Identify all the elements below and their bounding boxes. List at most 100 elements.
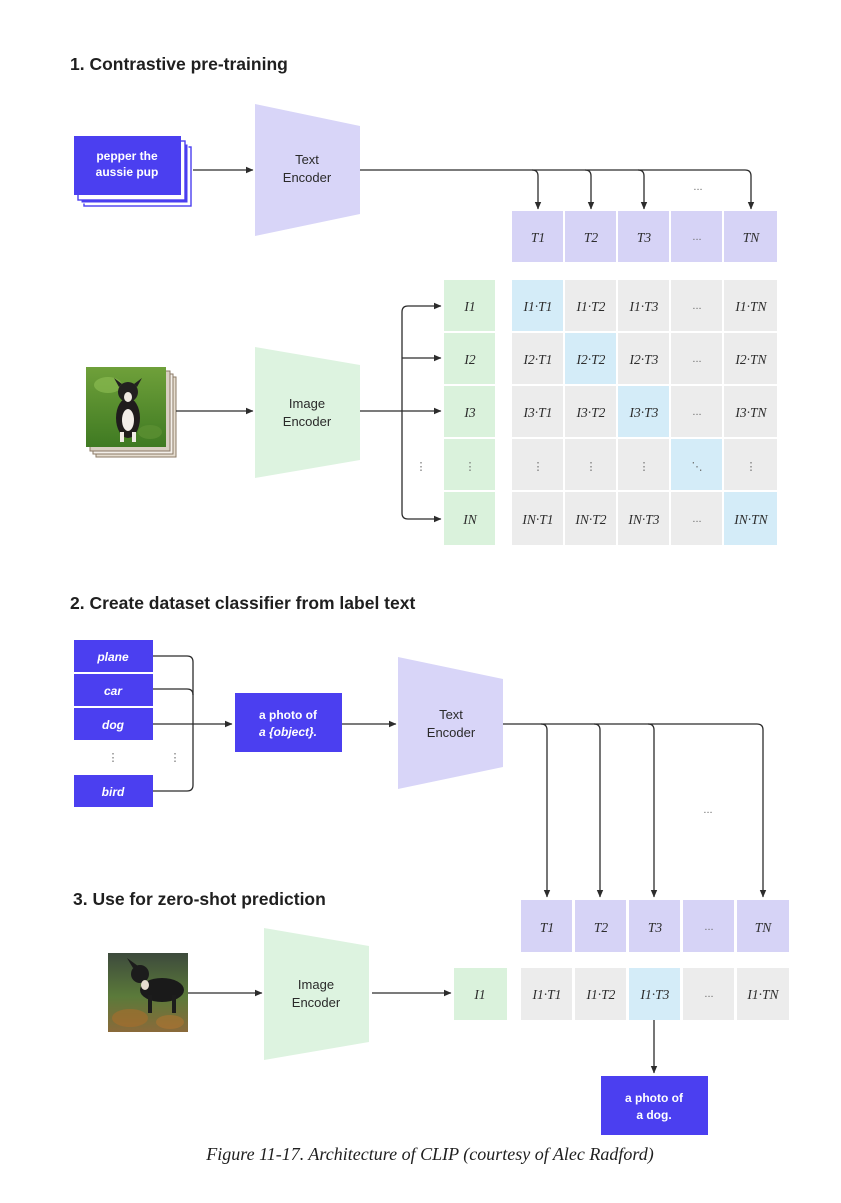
t3-label-5: TN <box>755 920 773 935</box>
matrix-value: IN·T2 <box>574 512 606 527</box>
i-cell-3 <box>444 386 495 437</box>
matrix-value: IN·T1 <box>521 512 553 527</box>
matrix-cell <box>618 386 669 437</box>
image-feature-connectors <box>360 302 442 523</box>
matrix-value: I2·TN <box>734 352 767 367</box>
i-cell-5 <box>444 492 495 545</box>
matrix-value: I1·T1 <box>523 299 553 314</box>
score-value: I1·T1 <box>532 987 562 1002</box>
matrix-value: I3·T3 <box>629 405 659 420</box>
t-label-5: TN <box>743 230 761 245</box>
score-value: I1·TN <box>746 987 779 1002</box>
t-label-3: T3 <box>637 230 652 245</box>
image-encoder-2 <box>264 928 369 1060</box>
matrix-cell <box>671 333 722 384</box>
matrix-value: ⋮ <box>639 461 650 473</box>
t-cell-2 <box>565 211 616 262</box>
image-encoder-2-line1: Image <box>298 977 334 992</box>
matrix-value: I1·T3 <box>629 299 659 314</box>
t-cell-1 <box>512 211 563 262</box>
label-car: car <box>104 684 123 698</box>
t3-cell-3 <box>629 900 680 952</box>
t-label-2: T2 <box>584 230 599 245</box>
matrix-cell <box>512 439 563 490</box>
matrix-cell <box>512 386 563 437</box>
matrix-value: ... <box>692 353 701 365</box>
label-plane: plane <box>96 650 129 664</box>
zero-shot-text-features: T1 T2 T3 ... TN <box>521 900 789 952</box>
matrix-cell <box>618 333 669 384</box>
text-encoder-1-line1: Text <box>295 152 319 167</box>
score-cell <box>683 968 734 1020</box>
matrix-value: ... <box>692 406 701 418</box>
t-cell-4 <box>671 211 722 262</box>
label-box-plane <box>74 640 153 672</box>
text-encoder-2-line2: Encoder <box>427 725 476 740</box>
matrix-cell <box>565 492 616 545</box>
label-list: plane car dog ⋮ bird <box>74 640 153 807</box>
i-label-1: I1 <box>463 299 475 314</box>
matrix-value: IN·TN <box>733 512 768 527</box>
matrix-cell <box>671 439 722 490</box>
t3-cell-1 <box>521 900 572 952</box>
text-encoder-2-connectors <box>503 723 767 898</box>
text-features-row: T1 T2 T3 ... TN <box>512 211 777 262</box>
i-cell-1 <box>444 280 495 331</box>
matrix-cell <box>565 439 616 490</box>
i-label-5: IN <box>462 512 477 527</box>
connector-vdots-2: ⋮ <box>170 752 181 764</box>
matrix-value: IN·T3 <box>627 512 659 527</box>
matrix-value: ⋱ <box>692 461 703 473</box>
top-ellipsis: ... <box>693 181 702 193</box>
matrix-cell <box>671 280 722 331</box>
t3-cell-4 <box>683 900 734 952</box>
text-encoder-1-line2: Encoder <box>283 170 332 185</box>
matrix-cell <box>671 386 722 437</box>
matrix-value: I1·T2 <box>576 299 606 314</box>
image-encoder-1-line1: Image <box>289 396 325 411</box>
matrix-cell <box>565 280 616 331</box>
text-encoder-2 <box>398 657 503 789</box>
matrix-cell <box>618 439 669 490</box>
t-cell-3 <box>618 211 669 262</box>
label-bird: bird <box>102 785 125 799</box>
t-cell-5 <box>724 211 777 262</box>
score-cell <box>521 968 572 1020</box>
t3-label-4: ... <box>704 921 713 933</box>
text-feature-connectors <box>360 169 755 210</box>
score-cell-highlight <box>629 968 680 1020</box>
score-cell <box>575 968 626 1020</box>
matrix-cell <box>724 492 777 545</box>
label-dog: dog <box>102 718 125 732</box>
matrix-cell <box>512 333 563 384</box>
matrix-cell <box>512 492 563 545</box>
label-connectors <box>153 655 233 792</box>
i-label-4: ⋮ <box>465 461 476 473</box>
matrix-value: I2·T1 <box>523 352 553 367</box>
dog-photo <box>108 953 188 1032</box>
matrix-value: I3·TN <box>734 405 767 420</box>
matrix-cell <box>724 280 777 331</box>
image-features-column: I1 I2 I3 ⋮ IN <box>444 280 495 545</box>
section3-title: 3. Use for zero-shot prediction <box>73 889 326 909</box>
matrix-cell <box>618 492 669 545</box>
matrix-value: I2·T3 <box>629 352 659 367</box>
score-value: ... <box>704 988 713 1000</box>
text-input-line1: pepper the <box>96 149 158 163</box>
matrix-value: ... <box>692 513 701 525</box>
matrix-value: I2·T2 <box>576 352 606 367</box>
matrix-cell <box>512 280 563 331</box>
matrix-value: ... <box>692 300 701 312</box>
matrix-value: I3·T1 <box>523 405 553 420</box>
matrix-value: I3·T2 <box>576 405 606 420</box>
t-label-1: T1 <box>531 230 545 245</box>
label-box-dog <box>74 708 153 740</box>
matrix-cell <box>565 333 616 384</box>
i-cell-2 <box>444 333 495 384</box>
mid-ellipsis: ... <box>703 804 712 816</box>
prediction-result-box <box>601 1076 708 1135</box>
matrix-value: ⋮ <box>586 461 597 473</box>
i-cell-4 <box>444 439 495 490</box>
matrix-cell <box>724 333 777 384</box>
t3-cell-5 <box>737 900 789 952</box>
